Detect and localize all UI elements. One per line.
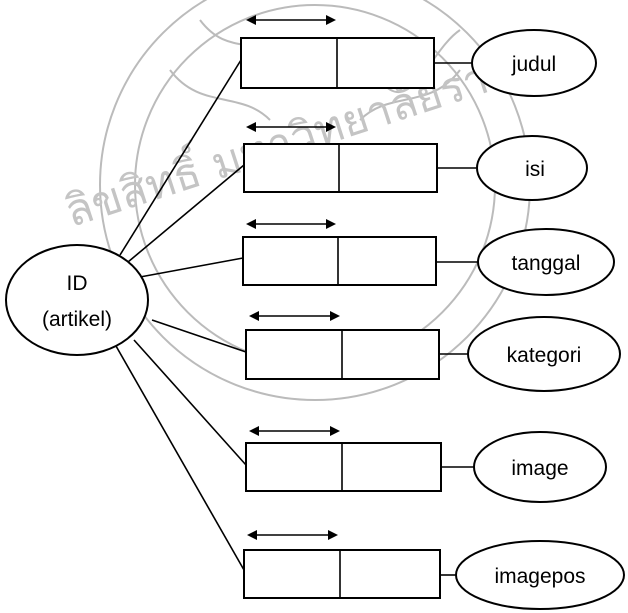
arrowhead-right-image xyxy=(330,426,340,436)
field-box-tanggal xyxy=(242,236,437,286)
attribute-row-image: image xyxy=(245,426,607,503)
arrowhead-right-imagepos xyxy=(328,530,338,540)
attribute-row-kategori: kategori xyxy=(245,311,621,392)
center-entity: ID (artikel) xyxy=(5,244,149,356)
attribute-label-imagepos: imagepos xyxy=(494,565,585,588)
arrowhead-left-imagepos xyxy=(247,530,257,540)
connector-imagepos xyxy=(115,345,245,571)
arrowhead-right-judul xyxy=(326,15,336,25)
arrowhead-right-tanggal xyxy=(326,219,336,229)
connector-image xyxy=(133,339,247,466)
attribute-row-imagepos: imagepos xyxy=(243,530,625,610)
attribute-ellipse-isi xyxy=(476,135,588,201)
connector-kategori xyxy=(151,319,247,353)
center-label-artikel: (artikel) xyxy=(42,308,112,331)
arrowhead-right-kategori xyxy=(330,311,340,321)
arrowhead-left-kategori xyxy=(249,311,259,321)
attribute-row-isi: isi xyxy=(243,122,588,201)
attribute-row-judul: judul xyxy=(240,15,597,97)
attribute-ellipse-tanggal xyxy=(477,228,615,296)
arrowhead-right-isi xyxy=(326,122,336,132)
attribute-label-tanggal: tanggal xyxy=(512,252,581,275)
arrowhead-left-image xyxy=(249,426,259,436)
attribute-ellipse-kategori xyxy=(467,316,621,392)
attribute-label-judul: judul xyxy=(511,53,556,76)
arrowhead-left-judul xyxy=(246,15,256,25)
field-box-image xyxy=(245,442,442,492)
connector-judul xyxy=(119,59,242,256)
center-connectors xyxy=(115,59,247,571)
field-box-imagepos xyxy=(243,549,441,599)
attribute-label-image: image xyxy=(511,457,568,480)
attribute-ellipse-image xyxy=(473,431,607,503)
connector-tanggal xyxy=(139,257,244,278)
attribute-label-kategori: kategori xyxy=(507,344,582,367)
attribute-ellipse-judul xyxy=(471,29,597,97)
arrowhead-left-isi xyxy=(246,122,256,132)
field-box-isi xyxy=(243,143,438,193)
attribute-row-tanggal: tanggal xyxy=(242,219,615,296)
attribute-ellipse-imagepos xyxy=(455,540,625,610)
attribute-label-isi: isi xyxy=(525,158,545,181)
center-label-id: ID xyxy=(67,272,88,295)
arrowhead-left-tanggal xyxy=(246,219,256,229)
connector-isi xyxy=(127,164,245,263)
